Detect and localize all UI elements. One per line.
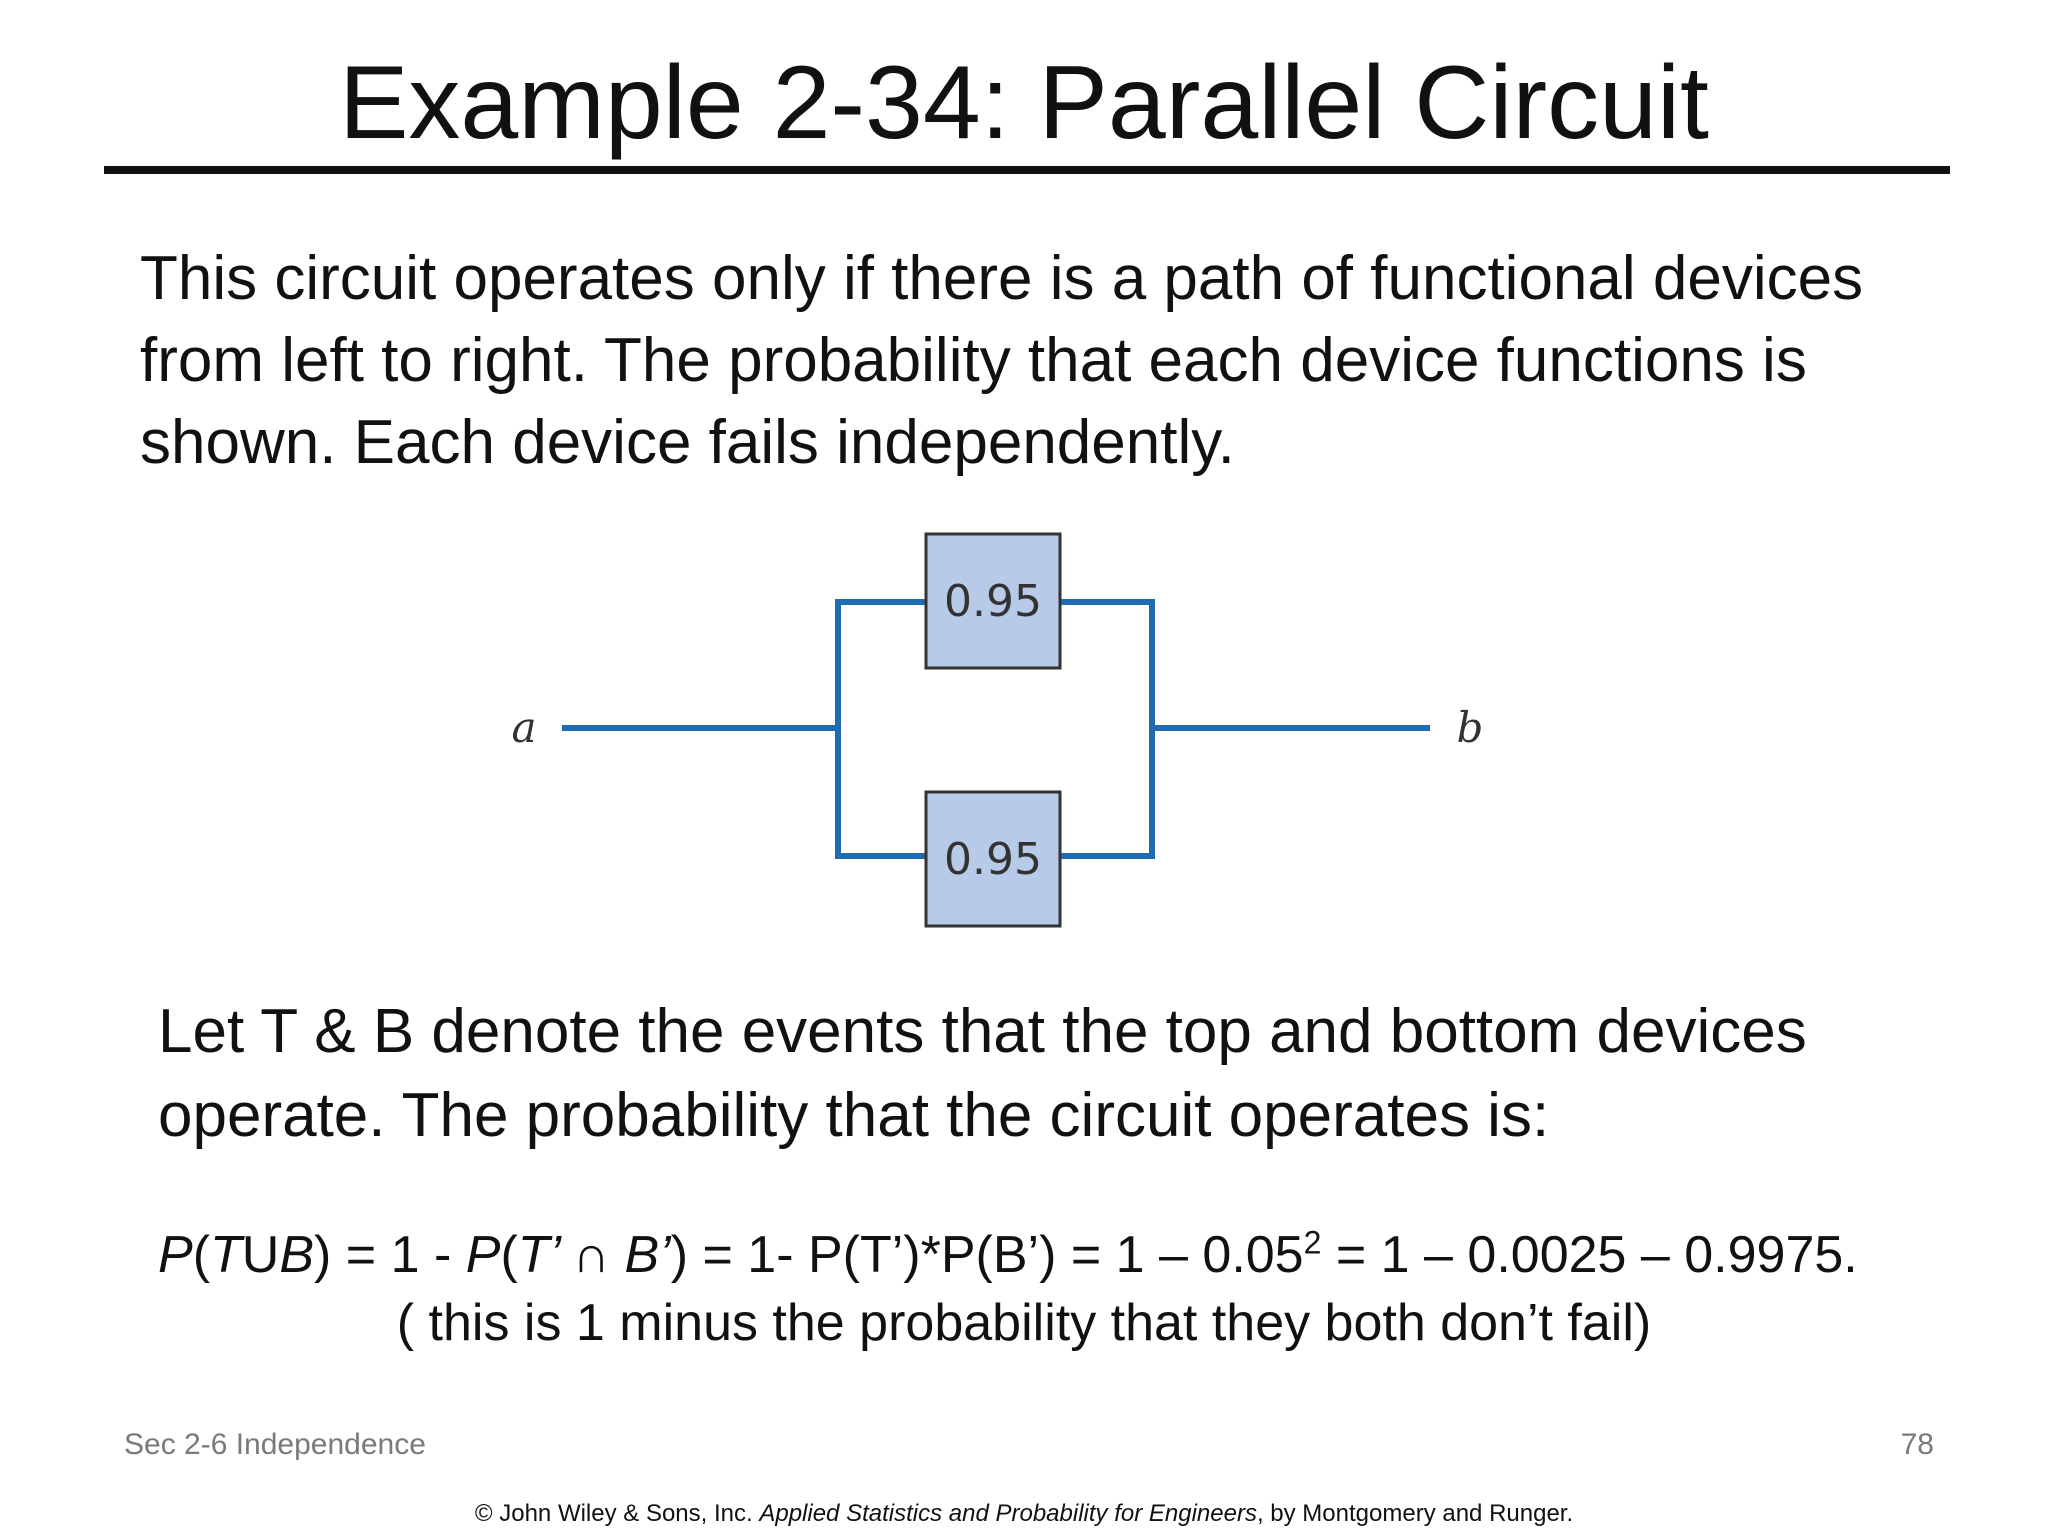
wire-right-branch [1060, 599, 1155, 859]
formula-t: T [210, 1226, 242, 1284]
formula-note: ( this is 1 minus the probability that t… [396, 1294, 1652, 1352]
formula-segment: = 1 – 0.0025 – 0.9975. [1321, 1226, 1858, 1284]
intro-line: This circuit operates only if there is a… [140, 244, 1864, 313]
explanation-line: Let T & B denote the events that the top… [158, 997, 1807, 1066]
formula-segment: ) = 1 - [314, 1226, 466, 1284]
formula-segment: ) = 1- P(T’)*P(B’) = 1 – 0.05 [670, 1226, 1304, 1284]
wire-left-branch [835, 599, 926, 859]
slide-title: Example 2-34: Parallel Circuit [339, 45, 1709, 161]
top-device [924, 532, 1062, 670]
bottom-device-probability: 0.95 [944, 834, 1042, 885]
bottom-device [924, 790, 1062, 928]
intro-paragraph: This circuit operates only if there is a… [140, 238, 1940, 484]
formula-exponent: 2 [1303, 1224, 1322, 1261]
node-b-label: b [1457, 703, 1484, 752]
formula-paren: ( [192, 1226, 211, 1284]
section-footer: Sec 2-6 Independence [124, 1428, 426, 1461]
explanation-paragraph: Let T & B denote the events that the top… [158, 990, 1958, 1158]
formula-b: B [279, 1226, 315, 1284]
top-device-probability: 0.95 [944, 576, 1042, 627]
formula-intersection: T’ ∩ B’ [517, 1226, 671, 1284]
explanation-line: operate. The probability that the circui… [158, 1081, 1550, 1150]
formula-p: P [158, 1226, 193, 1284]
parallel-circuit-diagram: 0.95 0.95 a b [480, 520, 1520, 940]
title-underline [104, 166, 1950, 174]
page-number: 78 [1900, 1428, 1934, 1461]
formula-paren2: ( [500, 1226, 518, 1284]
formula-p2: P [465, 1226, 501, 1284]
copyright-notice: © John Wiley & Sons, Inc. Applied Statis… [0, 1500, 2048, 1528]
book-title: Applied Statistics and Probability for E… [759, 1500, 1257, 1527]
union-symbol: U [241, 1226, 280, 1284]
copyright-suffix: , by Montgomery and Runger. [1256, 1500, 1574, 1527]
intro-line: from left to right. The probability that… [140, 326, 1807, 395]
intro-line: shown. Each device fails independently. [140, 408, 1235, 477]
copyright-prefix: © John Wiley & Sons, Inc. [474, 1500, 760, 1527]
node-a-label: a [511, 703, 536, 752]
probability-formula: P(TUB) = 1 - P(T’ ∩ B’) = 1- P(T’)*P(B’)… [158, 1222, 1958, 1288]
